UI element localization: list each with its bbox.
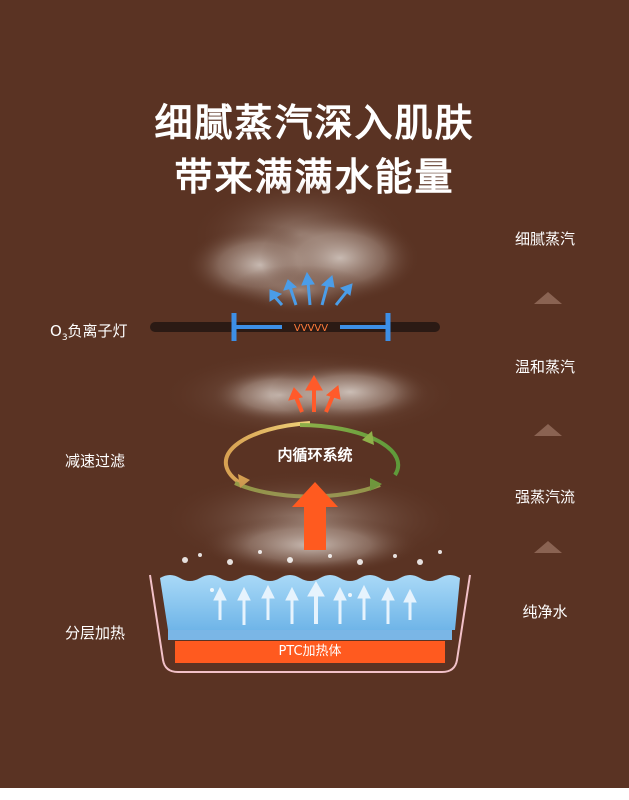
level-up-icon xyxy=(534,292,562,304)
filter-label: 减速过滤 xyxy=(65,452,126,470)
pure-water-label: 纯净水 xyxy=(522,603,568,621)
ozone-symbol: O xyxy=(50,322,62,340)
layer-heating-label: 分层加热 xyxy=(65,624,126,642)
upper-steam-cloud xyxy=(185,180,420,315)
mild-steam-label: 温和蒸汽 xyxy=(514,358,575,376)
ozone-lamp-text: 负离子灯 xyxy=(67,322,128,340)
headline-line-1: 细腻蒸汽深入肌肤 xyxy=(154,101,475,145)
lamp-coil: VVVVV xyxy=(294,323,328,334)
fine-steam-arrows xyxy=(269,271,353,306)
level-up-icon xyxy=(534,541,562,553)
strong-steam-arrow xyxy=(292,482,338,550)
water-pan xyxy=(149,550,471,673)
mild-steam-arrows xyxy=(288,374,341,413)
bottom-margin xyxy=(0,788,629,800)
circulation-label: 内循环系统 xyxy=(277,446,353,464)
water-rise-arrows xyxy=(213,580,417,625)
level-up-icon xyxy=(534,424,562,436)
ptc-heater xyxy=(175,641,445,663)
ozone-subscript: 3 xyxy=(61,333,68,343)
ozone-lamp: VVVVV xyxy=(150,313,440,341)
ozone-lamp-label: O3负离子灯 xyxy=(50,320,170,343)
strong-steam-label: 强蒸汽流 xyxy=(514,488,575,506)
fine-steam-label: 细腻蒸汽 xyxy=(514,230,575,248)
ptc-heater-label: PTC加热体 xyxy=(278,644,342,659)
